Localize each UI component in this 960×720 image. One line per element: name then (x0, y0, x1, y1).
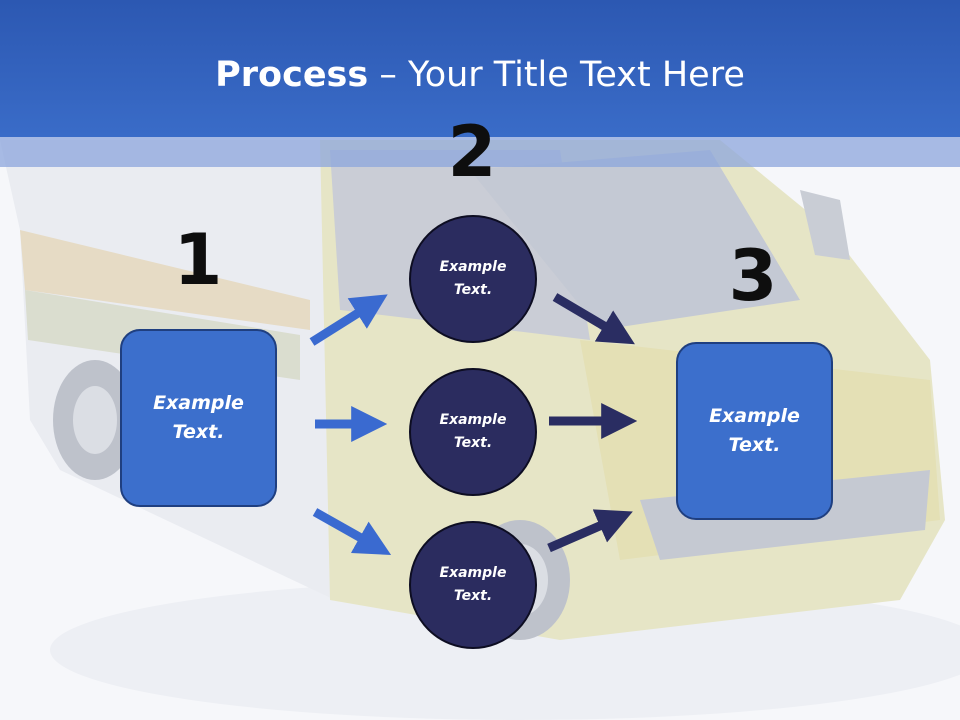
step-number-1: 1 (173, 219, 223, 301)
step-number-3: 3 (728, 235, 778, 317)
step-3-box: Example Text. (676, 342, 833, 520)
step-2-text-middle: Example Text. (439, 412, 507, 451)
arrow-2c-to-3 (547, 509, 633, 553)
title-rest-part: – Your Title Text Here (368, 55, 745, 95)
step-1-box: Example Text. (120, 329, 277, 507)
arrow-1-to-2c (312, 508, 392, 555)
slide-title: Process – Your Title Text Here (0, 52, 960, 98)
step-2-circle-bottom: Example Text. (409, 521, 537, 649)
title-bold-part: Process (215, 55, 369, 95)
arrow-1-to-2a (309, 294, 388, 346)
title-header-bar (0, 0, 960, 137)
header-accent-band (0, 137, 960, 167)
arrow-2a-to-3 (552, 293, 635, 345)
step-1-text: Example Text. (153, 392, 244, 443)
step-3-text: Example Text. (709, 405, 800, 456)
step-2-text-top: Example Text. (439, 259, 507, 298)
step-2-circle-top: Example Text. (409, 215, 537, 343)
step-2-text-bottom: Example Text. (439, 565, 507, 604)
step-number-2: 2 (447, 111, 497, 193)
step-2-circle-middle: Example Text. (409, 368, 537, 496)
